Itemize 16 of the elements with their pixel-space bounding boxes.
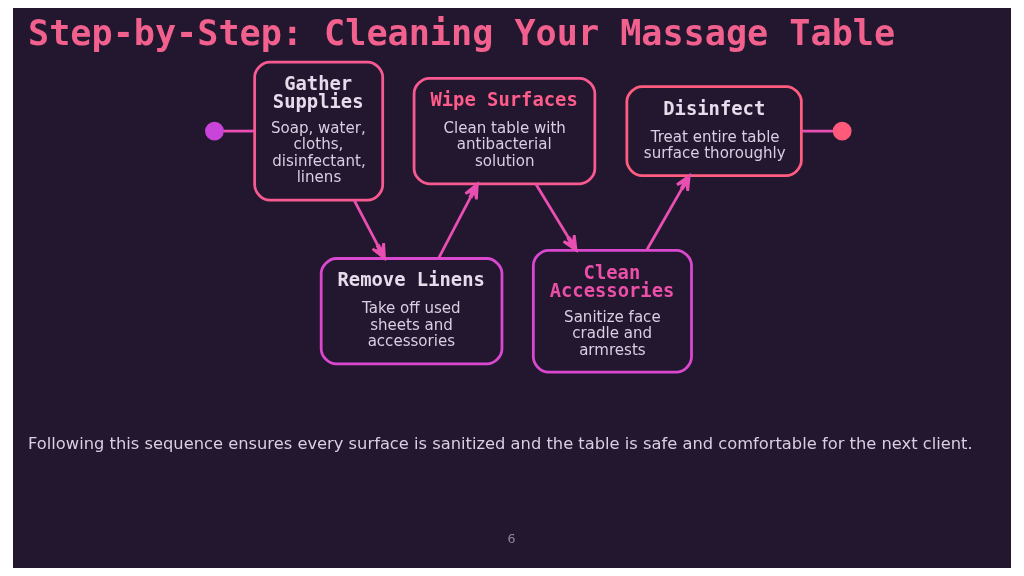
arrow bbox=[534, 183, 578, 252]
arrow bbox=[437, 182, 479, 259]
node-box: Clean Accessories Sanitize face cradle and armrests bbox=[531, 248, 693, 374]
connector bbox=[223, 129, 255, 133]
node-box: Gather Supplies Soap, water, cloths, disinfectant, linens bbox=[253, 60, 385, 202]
node-box: Disinfect Treat entire table surface thoroughly bbox=[625, 85, 803, 178]
node-circle bbox=[832, 121, 852, 141]
label: 6 bbox=[507, 531, 516, 547]
node-box: Wipe Surfaces Clean table with antibacterial solution bbox=[412, 77, 597, 186]
arrow bbox=[645, 174, 691, 251]
caption: Following this sequence ensures every surface is sanitized and the table is safe and comfortable for the next client. bbox=[28, 434, 973, 454]
diagram-title: Step-by-Step: Cleaning Your Massage Table bbox=[28, 11, 896, 53]
connector bbox=[801, 129, 834, 133]
arrow bbox=[353, 199, 386, 260]
node-circle bbox=[205, 121, 224, 141]
node-box: Remove Linens Take off used sheets and accessories bbox=[319, 257, 504, 366]
